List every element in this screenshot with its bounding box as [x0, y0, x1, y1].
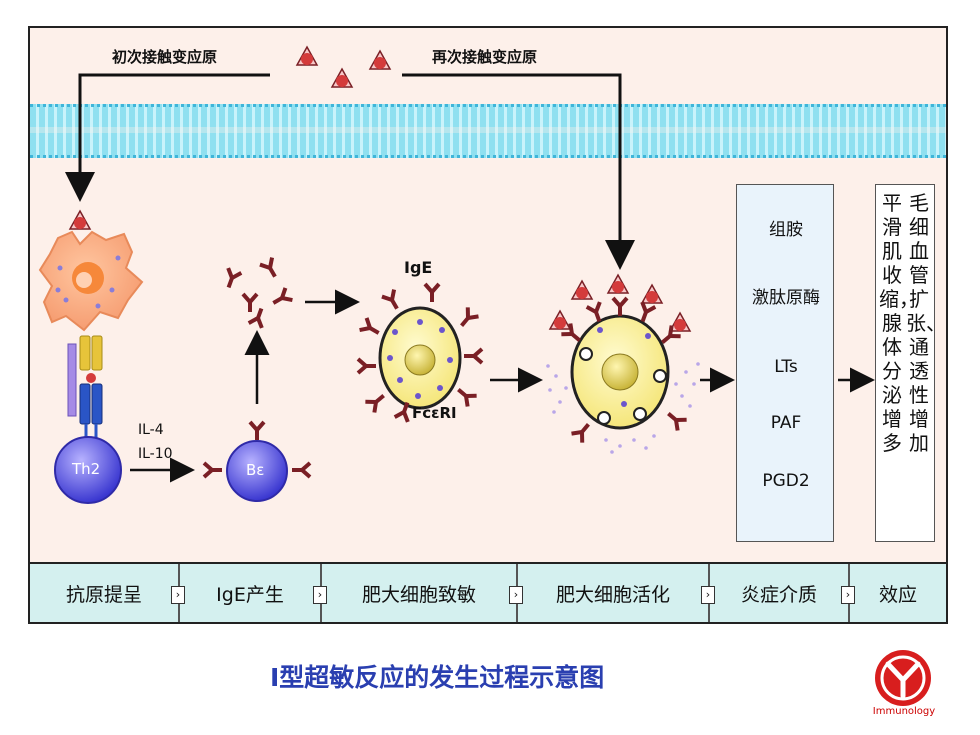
chevron-right-icon: ›: [313, 586, 327, 604]
antigen-icon: [369, 50, 391, 70]
b-cell-label: Bε: [246, 461, 265, 479]
stage-bar: 抗原提呈 › IgE产生 › 肥大细胞致敏 › 肥大细胞活化 › 炎症介质 › …: [28, 562, 948, 624]
immunology-logo-icon: [875, 650, 931, 706]
second-contact-label: 再次接触变应原: [432, 48, 538, 66]
first-contact-label: 初次接触变应原: [112, 48, 218, 66]
th2-label: Th2: [72, 460, 101, 478]
mediator-paf: PAF: [770, 413, 802, 433]
stage-label: IgE产生: [216, 583, 284, 606]
mediator-histamine: 组胺: [769, 220, 803, 240]
il4-label: IL-4: [138, 422, 164, 438]
released-granules: [546, 362, 700, 454]
stage-inflammatory-mediators: 炎症介质 ›: [710, 564, 855, 622]
stage-mast-cell-sensitization: 肥大细胞致敏 ›: [322, 564, 523, 622]
stage-label: 肥大细胞致敏: [361, 583, 476, 606]
antigen-icon: [331, 68, 353, 88]
stage-label: 肥大细胞活化: [555, 583, 670, 606]
mediator-kallikrein: 激肽原酶: [752, 288, 820, 308]
stage-label: 效应: [878, 583, 917, 606]
effect-text-left: 平滑肌收缩，腺体分泌增多: [879, 191, 919, 455]
chevron-right-icon: ›: [509, 586, 523, 604]
b-cell: [226, 440, 288, 502]
ige-label: IgE: [404, 258, 433, 277]
cell-membrane: [30, 104, 946, 158]
effects-box: 平滑肌收缩，腺体分泌增多 毛细血管扩张、通透性增加: [875, 184, 946, 542]
mediators-box: 组胺 激肽原酶 LTs PAF PGD2: [736, 184, 834, 542]
figure-caption: Ⅰ型超敏反应的发生过程示意图: [270, 663, 605, 692]
fcer-label: FcεRⅠ: [412, 404, 457, 422]
stage-antigen-presentation: 抗原提呈 ›: [30, 564, 185, 622]
th2-cell: [54, 436, 122, 504]
stage-ige-production: IgE产生 ›: [180, 564, 327, 622]
stage-effect: 效应: [850, 564, 946, 622]
chevron-right-icon: ›: [171, 586, 185, 604]
stage-label: 抗原提呈: [65, 583, 142, 606]
chevron-right-icon: ›: [841, 586, 855, 604]
mediator-lts: LTs: [774, 357, 798, 377]
mediator-pgd2: PGD2: [762, 471, 810, 491]
stage-mast-cell-activation: 肥大细胞活化 ›: [518, 564, 715, 622]
il10-label: IL-10: [138, 446, 173, 462]
chevron-right-icon: ›: [701, 586, 715, 604]
logo-text: Immunology: [872, 706, 936, 717]
stage-label: 炎症介质: [740, 583, 817, 606]
effect-text-right: 毛细血管扩张、通透性增加: [906, 191, 946, 455]
antigen-icon: [69, 210, 91, 230]
antigen-icon: [296, 46, 318, 66]
